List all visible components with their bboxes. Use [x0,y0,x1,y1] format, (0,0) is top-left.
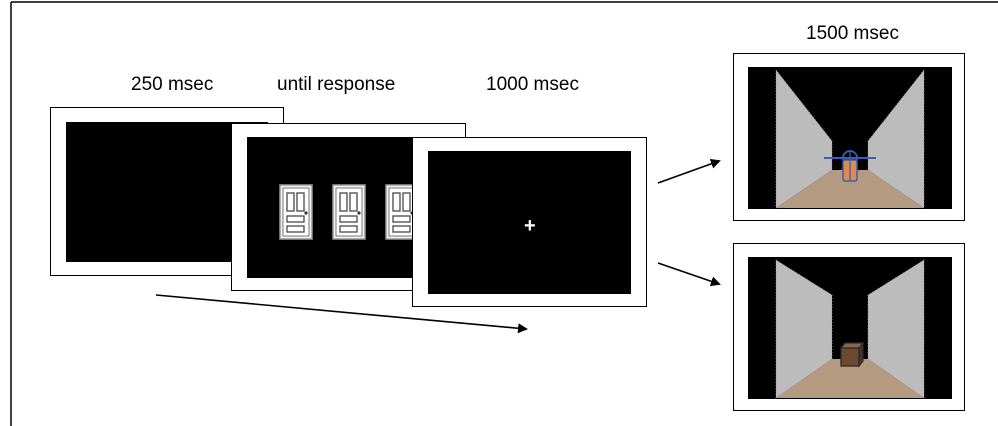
arrow-to-crate-outcome [657,262,721,287]
time-arrow [155,294,528,334]
delay-duration-label: 1000 msec [486,74,579,95]
wooden-crate-icon [839,341,865,368]
outcome-duration-label: 1500 msec [806,23,899,44]
fixation-cross: + [524,215,536,237]
doors-group [279,184,419,240]
fixation-screen: + [412,137,647,307]
door-icon-1 [279,184,313,240]
corridor-scene-2 [775,259,925,399]
corridor-display-1 [748,67,952,209]
treasure-pot-icon [824,150,876,182]
arrow-to-reward-outcome [657,159,721,184]
outcome-screen-reward [733,53,965,221]
outcome-screen-crate [733,243,965,411]
corridor-scene-1 [775,68,925,209]
fixation-display: + [428,151,631,294]
door-icon-2 [332,184,366,240]
choice-duration-label: until response [277,74,396,95]
fixation-duration-label: 250 msec [131,74,214,95]
corridor-display-2 [748,257,952,399]
